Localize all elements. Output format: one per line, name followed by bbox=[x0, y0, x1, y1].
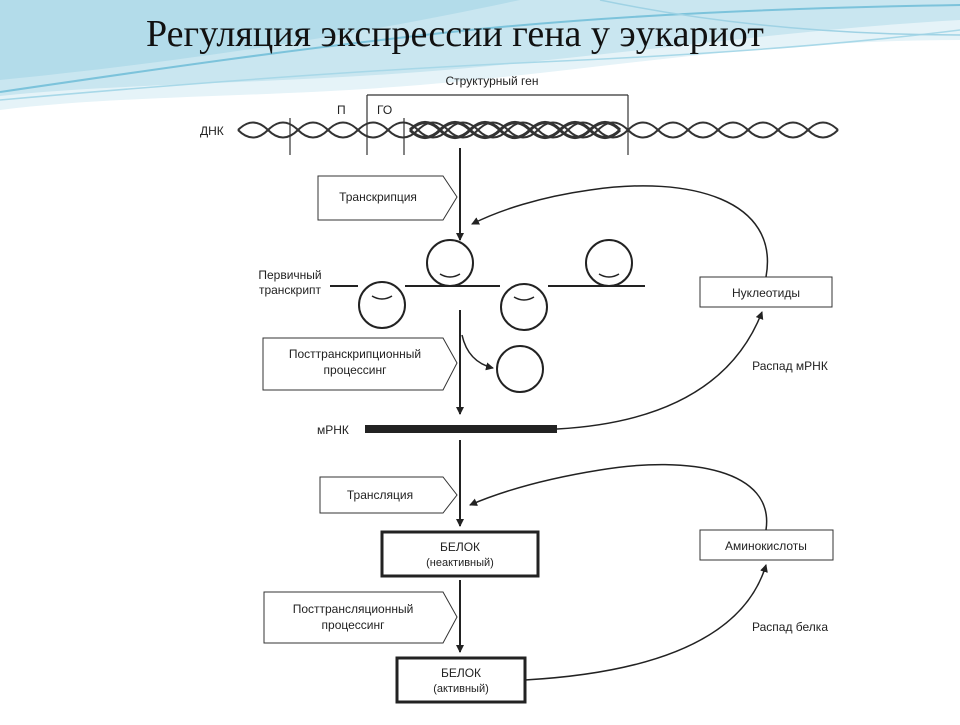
primary-transcript-label-1: Первичный bbox=[258, 268, 321, 282]
page-title: Регуляция экспрессии гена у эукариот bbox=[146, 13, 764, 55]
protein-inactive-box: БЕЛОК (неактивный) bbox=[380, 530, 540, 578]
arrow-mrna-decay bbox=[556, 311, 764, 430]
posttranslational-label-2: процессинг bbox=[322, 618, 386, 632]
arrow-nucleotides-recycle bbox=[471, 185, 769, 278]
posttranslational-box: Посттрансляционный процессинг bbox=[263, 591, 458, 644]
dna-helix bbox=[237, 121, 839, 139]
arrow-protein-decay bbox=[524, 564, 768, 681]
amino-acids-label: Аминокислоты bbox=[725, 539, 807, 553]
promoter-label: П bbox=[337, 103, 346, 117]
posttranscriptional-label-2: процессинг bbox=[324, 363, 388, 377]
posttranscriptional-box: Посттранскрипционный процессинг bbox=[262, 337, 458, 391]
posttranscriptional-label-1: Посттранскрипционный bbox=[289, 347, 421, 361]
dna-label: ДНК bbox=[200, 124, 224, 138]
nucleotides-label: Нуклеотиды bbox=[732, 286, 800, 300]
protein-active-box: БЕЛОК (активный) bbox=[395, 656, 527, 704]
transcription-label: Транскрипция bbox=[339, 190, 417, 204]
wave-background bbox=[0, 0, 960, 110]
nucleotides-box: Нуклеотиды bbox=[699, 276, 833, 308]
protein-active-label-1: БЕЛОК bbox=[441, 666, 481, 680]
translation-label: Трансляция bbox=[347, 488, 413, 502]
posttranslational-label-1: Посттрансляционный bbox=[293, 602, 414, 616]
primary-transcript bbox=[330, 239, 645, 331]
amino-acids-box: Аминокислоты bbox=[699, 529, 834, 561]
arrow-amino-acids-recycle bbox=[469, 463, 768, 531]
protein-inactive-label-1: БЕЛОК bbox=[440, 540, 480, 554]
mrna-label: мРНК bbox=[317, 423, 349, 437]
protein-active-label-2: (активный) bbox=[433, 683, 489, 695]
transcription-box: Транскрипция bbox=[317, 175, 458, 221]
arrow-intron-excision bbox=[461, 334, 494, 371]
operator-label: ГО bbox=[377, 103, 392, 117]
primary-transcript-label-2: транскрипт bbox=[259, 283, 322, 297]
mrna-decay-label: Распад мРНК bbox=[752, 359, 828, 373]
translation-box: Трансляция bbox=[319, 476, 458, 514]
protein-decay-label: Распад белка bbox=[752, 620, 828, 634]
mrna-bar bbox=[365, 425, 557, 433]
structural-gene-label: Структурный ген bbox=[446, 74, 539, 88]
excised-intron-loop bbox=[496, 345, 544, 393]
protein-inactive-label-2: (неактивный) bbox=[426, 557, 494, 569]
